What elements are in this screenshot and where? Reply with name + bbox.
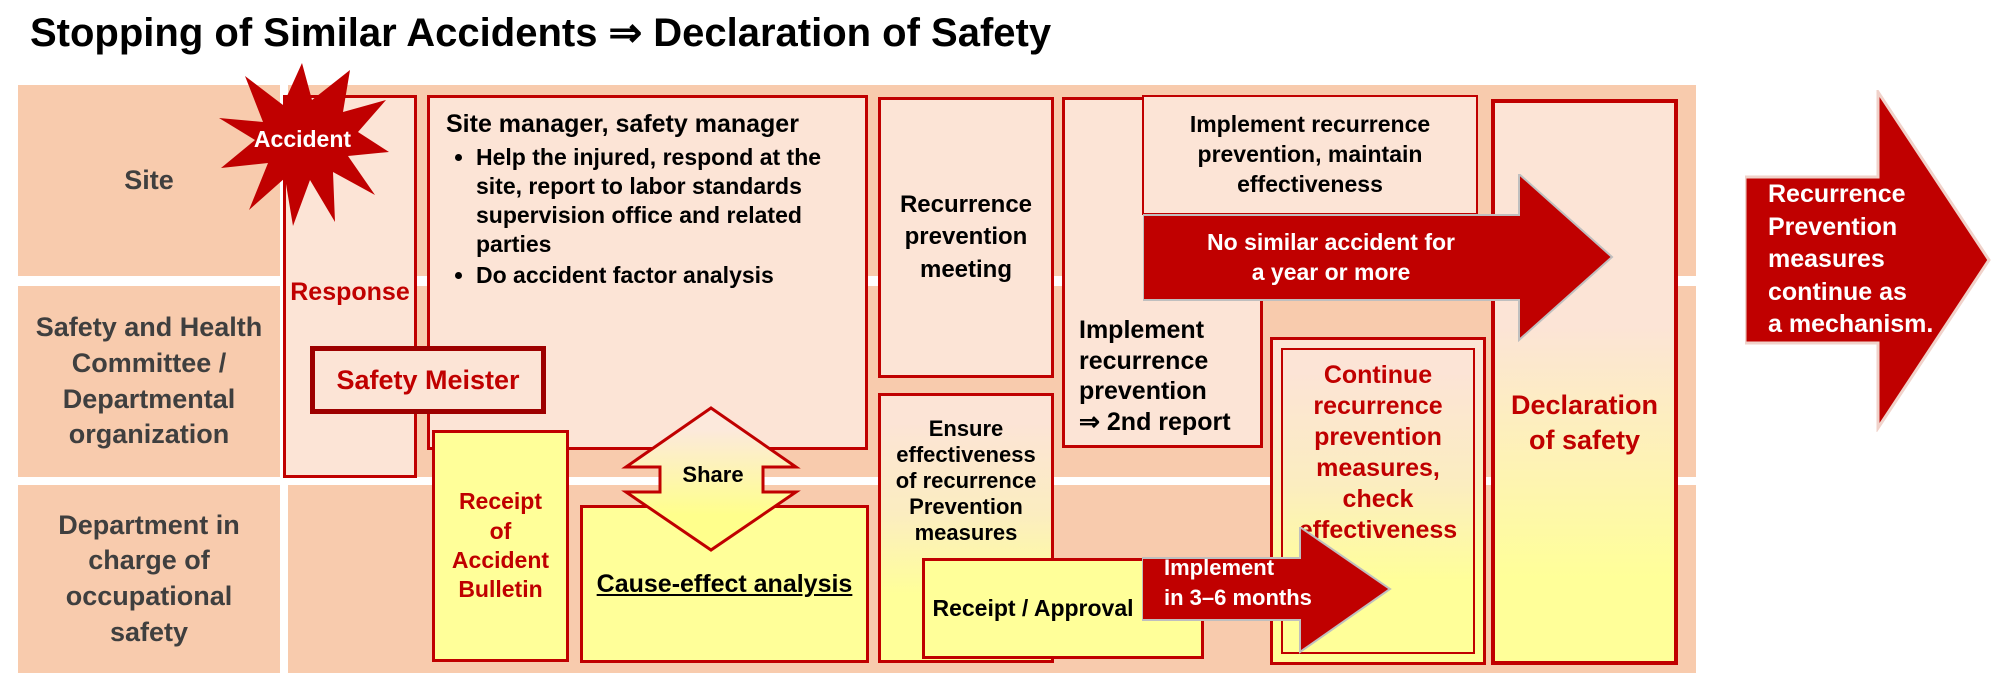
site-manager-bullet-list: Help the injured, respond at the site, r… <box>446 143 849 290</box>
lane-committee-label: Safety and Health Committee / Department… <box>35 312 263 450</box>
response-label: Response <box>290 278 410 306</box>
implement-36-months-label: Implement in 3–6 months <box>1164 555 1312 610</box>
lane-committee: Safety and Health Committee / Department… <box>18 286 280 477</box>
declaration-label: Declaration of safety <box>1510 390 1659 456</box>
implement-maintain-label: Implement recurrence prevention, maintai… <box>1189 111 1431 197</box>
implement-2nd-report-label: Implement recurrence prevention ⇒ 2nd re… <box>1079 316 1231 436</box>
safety-meister-label: Safety Meister <box>336 364 520 395</box>
receipt-approval-label: Receipt / Approval <box>932 595 1134 621</box>
site-manager-bullet: Do accident factor analysis <box>476 261 849 290</box>
continue-measures-label: Continue recurrence prevention measures,… <box>1298 361 1458 544</box>
receipt-bulletin-box: Receipt of Accident Bulletin <box>432 430 569 662</box>
recurrence-meeting-box: Recurrence prevention meeting <box>878 97 1054 378</box>
site-manager-title: Site manager, safety manager <box>446 110 799 138</box>
recurrence-meeting-label: Recurrence prevention meeting <box>899 190 1033 283</box>
share-updown-arrow-icon <box>621 406 801 552</box>
share-label: Share <box>682 462 744 487</box>
implement-36-months-arrow-icon <box>1142 527 1392 654</box>
mechanism-right-arrow-icon <box>1745 90 1991 432</box>
page-title: Stopping of Similar Accidents ⇒ Declarat… <box>30 11 1052 55</box>
accident-label: Accident <box>253 126 352 152</box>
safety-meister-box: Safety Meister <box>310 346 546 414</box>
cause-effect-label: Cause-effect analysis <box>596 569 853 598</box>
mechanism-label: Recurrence Prevention measures continue … <box>1768 180 1934 338</box>
lane-department-label: Department in charge of occupational saf… <box>58 509 240 647</box>
implement-maintain-box: Implement recurrence prevention, maintai… <box>1142 95 1478 215</box>
ensure-effectiveness-label: Ensure effectiveness of recurrence Preve… <box>895 416 1037 545</box>
lane-site-label: Site <box>124 164 174 195</box>
no-similar-accident-arrow-icon <box>1143 174 1614 342</box>
lane-department: Department in charge of occupational saf… <box>18 485 280 673</box>
lane-site: Site <box>18 85 280 276</box>
site-manager-bullet: Help the injured, respond at the site, r… <box>476 143 849 259</box>
receipt-bulletin-label: Receipt of Accident Bulletin <box>451 488 550 603</box>
no-similar-accident-label: No similar accident for a year or more <box>1207 228 1455 285</box>
continue-measures-box: Continue recurrence prevention measures,… <box>1270 337 1486 665</box>
accident-starburst-icon <box>219 63 389 226</box>
